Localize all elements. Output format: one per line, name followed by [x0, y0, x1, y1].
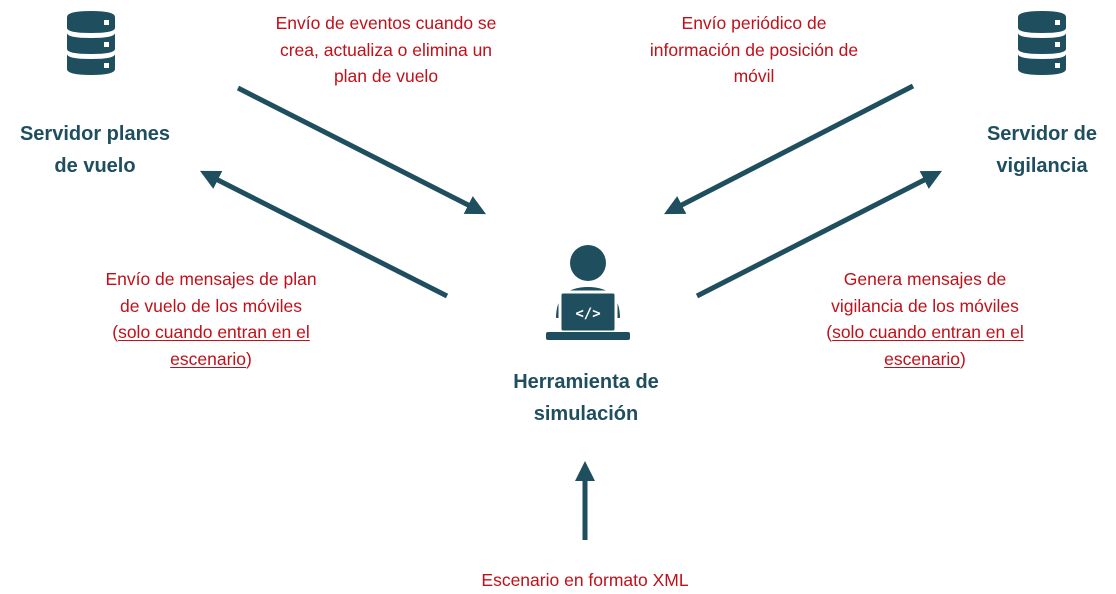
flight-plan-messages-annotation: Envío de mensajes de plan de vuelo de lo… [66, 266, 356, 372]
condition-text: escenario [884, 348, 961, 369]
flight-plan-server-label: Servidor planes de vuelo [4, 118, 186, 182]
position-updates-annotation: Envío periódico de información de posici… [614, 10, 894, 90]
annotation-line: vigilancia de los móviles [831, 295, 1019, 316]
annotation-line: (solo cuando entran en el [780, 319, 1070, 346]
arrow-tool-to-surveillance-server [695, 170, 943, 299]
label-line: Servidor de [986, 123, 1098, 145]
condition-text: solo cuando entran en el [118, 322, 310, 342]
label-line: Servidor planes [19, 123, 171, 145]
annotation-line: crea, actualiza o elimina un [279, 39, 493, 60]
annotation-line: Envío periódico de [681, 13, 827, 33]
annotation-line: escenario) [66, 346, 356, 373]
condition-text: escenario [170, 348, 247, 369]
label-line: vigilancia [996, 155, 1088, 177]
annotation-line: escenario) [780, 346, 1070, 373]
condition-text: solo cuando entran en el [832, 322, 1024, 342]
label-line: de vuelo [54, 155, 136, 177]
paren-close: ) [246, 348, 252, 369]
simulation-tool-label: Herramienta de simulación [480, 366, 692, 430]
flight-plan-events-annotation: Envío de eventos cuando se crea, actuali… [236, 10, 536, 90]
annotation-line: móvil [733, 66, 775, 86]
paren-close: ) [960, 348, 966, 369]
paren-open: ( [826, 322, 833, 342]
paren-open: ( [112, 322, 119, 342]
database-icon [1018, 11, 1066, 75]
annotation-line: Genera mensajes de [843, 269, 1007, 289]
annotation-line: (solo cuando entran en el [66, 319, 356, 346]
svg-text:</>: </> [575, 306, 600, 322]
label-line: Herramienta de [513, 371, 659, 393]
developer-laptop-icon: </> [546, 245, 630, 340]
xml-input-annotation: Escenario en formato XML [440, 567, 730, 594]
annotation-line: de vuelo de los móviles [120, 295, 302, 316]
database-icon [67, 11, 115, 75]
arrow-tool-to-flightplan-server [199, 170, 449, 299]
arrow-surveillance-server-to-tool [663, 83, 915, 215]
label-line: simulación [533, 403, 639, 425]
surveillance-messages-annotation: Genera mensajes de vigilancia de los móv… [780, 266, 1070, 372]
annotation-line: Envío de mensajes de plan [105, 269, 317, 289]
annotation-line: información de posición de [649, 39, 859, 60]
annotation-line: plan de vuelo [333, 66, 439, 86]
annotation-line: Envío de eventos cuando se [275, 13, 497, 33]
annotation-line: Escenario en formato XML [481, 570, 689, 590]
arrow-flightplan-server-to-tool [236, 85, 487, 215]
surveillance-server-label: Servidor de vigilancia [965, 118, 1116, 182]
